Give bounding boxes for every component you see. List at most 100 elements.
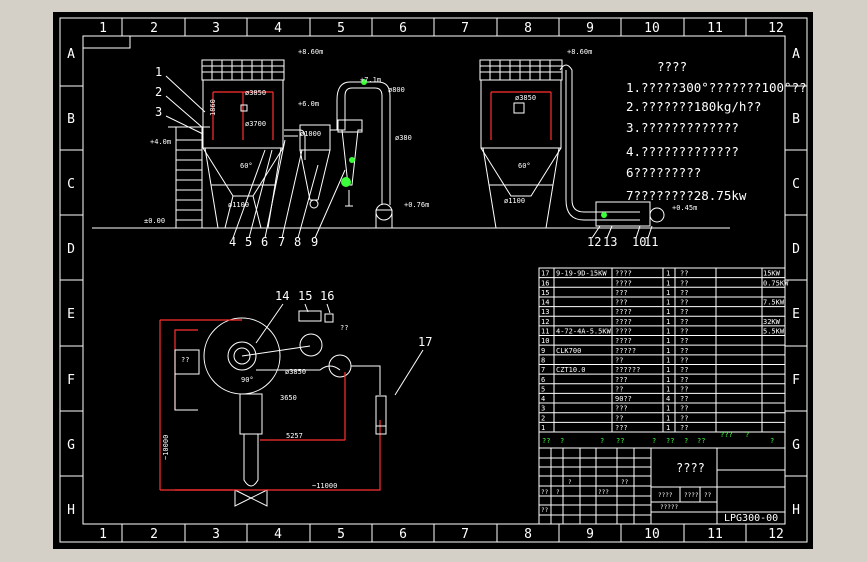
callout: 8 [294, 235, 301, 249]
drawing-title: ???? [676, 461, 705, 475]
table-header-cell: ?? [666, 437, 674, 445]
parts-cell-mat: ?? [680, 395, 688, 403]
drying-chamber-right [480, 79, 562, 149]
row-label: B [67, 112, 75, 127]
row-label: C [67, 177, 75, 192]
parts-cell-name: ???? [615, 279, 632, 287]
duct-main [330, 87, 383, 205]
row-label: F [792, 373, 800, 388]
col-label: 6 [399, 21, 407, 36]
parts-cell-no: 6 [541, 376, 545, 384]
callout: 2 [155, 85, 162, 99]
col-label: 11 [707, 21, 723, 36]
row-label: E [67, 307, 75, 322]
parts-cell-name: ??? [615, 289, 628, 297]
parts-cell-mat: ?? [680, 376, 688, 384]
parts-cell-name: ???? [615, 308, 632, 316]
table-header-cell: ?? [616, 437, 624, 445]
parts-cell-name: ??? [615, 376, 628, 384]
callout: 12 [587, 235, 601, 249]
title-block [538, 447, 786, 525]
parts-cell-qty: 1 [666, 328, 670, 336]
parts-cell-name: ??? [615, 405, 628, 413]
dim-label: ø800 [388, 86, 405, 94]
row-label: A [792, 47, 800, 62]
dim-label: 3650 [280, 394, 297, 402]
row-label: G [792, 438, 800, 453]
callout: 5 [245, 235, 252, 249]
table-header-cell: ??? [720, 431, 733, 439]
parts-cell-name: ??? [615, 299, 628, 307]
parts-cell-qty: 1 [666, 385, 670, 393]
col-label: 3 [212, 527, 220, 542]
parts-cell-code: CZT10.0 [556, 366, 586, 374]
note-line: 1.?????300°???????100°?? [626, 80, 807, 95]
parts-cell-mat: ?? [680, 279, 688, 287]
col-label: 5 [337, 527, 345, 542]
parts-cell-mat: ?? [680, 424, 688, 432]
dim-label: ø1100 [504, 197, 525, 205]
col-label: 7 [461, 21, 469, 36]
parts-cell-no: 16 [541, 279, 549, 287]
parts-cell-name: ???? [615, 337, 632, 345]
parts-cell-mat: ?? [680, 347, 688, 355]
parts-cell-qty: 1 [666, 337, 670, 345]
parts-cell-name: ?? [615, 414, 623, 422]
title-cell: ????? [660, 504, 678, 511]
row-label: D [792, 242, 800, 257]
parts-cell-note: 32KW [763, 318, 781, 326]
dim-label: ø1100 [228, 201, 249, 209]
parts-cell-note: 0.75KW [763, 279, 789, 287]
notes-heading: ???? [657, 59, 687, 74]
column-ticks [60, 18, 807, 542]
parts-cell-qty: 1 [666, 424, 670, 432]
plan-view [159, 310, 387, 507]
title-cell: ?? [541, 489, 549, 496]
parts-cell-qty: 1 [666, 376, 670, 384]
note-line: 3.????????????? [626, 120, 739, 135]
parts-cell-no: 10 [541, 337, 549, 345]
table-header-cell: ? [600, 437, 604, 445]
parts-cell-name: ???? [615, 318, 632, 326]
title-cell: ? [556, 489, 560, 496]
parts-cell-no: 11 [541, 328, 549, 336]
row-label: D [67, 242, 75, 257]
col-label: 1 [99, 527, 107, 542]
title-cell: ?? [621, 479, 629, 486]
parts-cell-no: 7 [541, 366, 545, 374]
parts-cell-qty: 1 [666, 356, 670, 364]
col-label: 2 [150, 21, 158, 36]
dim-label: 1860 [209, 99, 217, 116]
callout: 9 [311, 235, 318, 249]
parts-cell-name: 90?? [615, 395, 632, 403]
parts-cell-mat: ?? [680, 385, 688, 393]
row-label: C [792, 177, 800, 192]
col-label: 10 [644, 527, 660, 542]
plan-mark: ?? [181, 356, 189, 364]
parts-cell-no: 12 [541, 318, 549, 326]
drawing-number: LPG300-00 [724, 513, 778, 524]
dim-label: ø380 [395, 134, 412, 142]
callout: 7 [278, 235, 285, 249]
parts-cell-mat: ?? [680, 366, 688, 374]
parts-cell-qty: 1 [666, 289, 670, 297]
dim-label: ~11000 [312, 482, 337, 490]
parts-cell-code: 4-72-4A-5.5KW [556, 328, 612, 336]
level-label: +8.60m [298, 48, 323, 56]
level-label: +6.0m [298, 100, 319, 108]
parts-cell-qty: 1 [666, 366, 670, 374]
title-cell: ???? [684, 492, 699, 499]
callout: 15 [298, 289, 312, 303]
parts-cell-qty: 1 [666, 308, 670, 316]
parts-cell-mat: ?? [680, 414, 688, 422]
drying-chamber-left [202, 79, 284, 149]
parts-cell-qty: 1 [666, 299, 670, 307]
level-label: +0.76m [404, 201, 429, 209]
col-label: 4 [274, 21, 282, 36]
table-header-cell: ? [745, 431, 749, 439]
parts-cell-mat: ?? [680, 308, 688, 316]
parts-cell-mat: ?? [680, 328, 688, 336]
col-label: 1 [99, 21, 107, 36]
title-cell: ? [568, 479, 572, 486]
col-label: 4 [274, 527, 282, 542]
